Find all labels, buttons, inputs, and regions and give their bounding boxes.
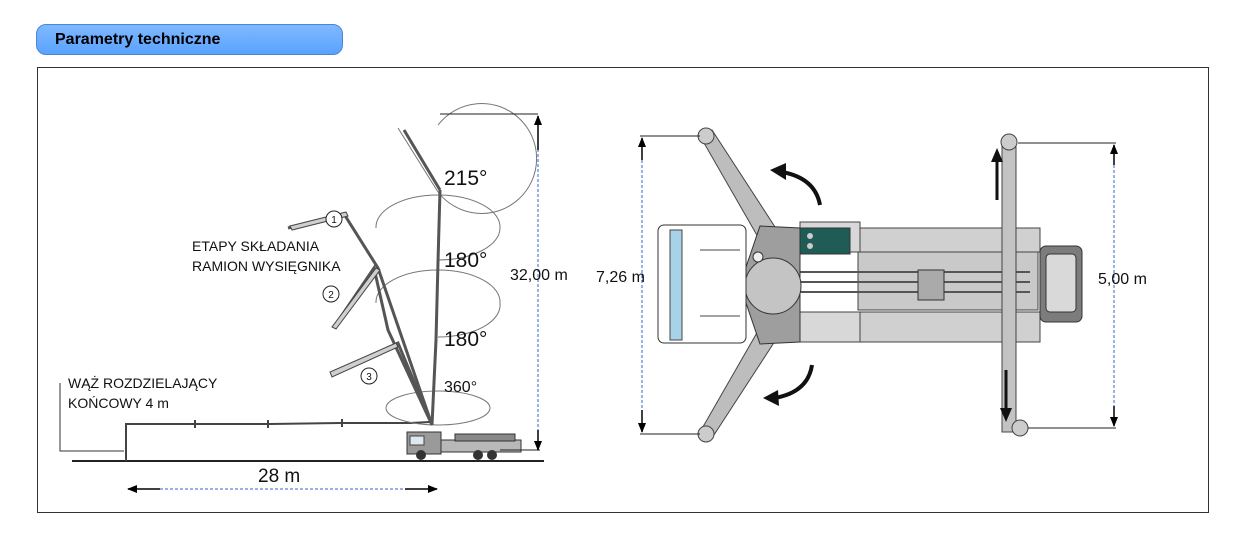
chassis [799, 221, 1083, 343]
hose-leader-line [59, 383, 124, 452]
folding-stages-title-line1: ETAPY SKŁADANIA [192, 238, 320, 254]
boom-joints [194, 419, 343, 428]
end-hose-label-line1: WĄŻ ROZDZIELAJĄCY [68, 374, 218, 391]
angle-180-upper-label: 180° [444, 249, 487, 272]
angle-180-lower-label: 180° [444, 328, 487, 351]
height-dimension-label: 32,00 m [510, 267, 568, 284]
boom-vertical [402, 129, 442, 426]
angle-360-label: 360° [444, 379, 477, 396]
front-cab [657, 224, 747, 344]
end-hose-label-line2: KOŃCOWY 4 m [68, 395, 169, 411]
boom-horizontal [125, 421, 431, 461]
reach-dimension-label: 28 m [258, 466, 300, 487]
rear-outriggers [1000, 133, 1029, 437]
folding-stages-title-line2: RAMION WYSIĘGNIKA [192, 258, 341, 274]
angle-215-label: 215° [444, 167, 487, 190]
top-view: 7,26 m 5,00 m [596, 127, 1147, 443]
truck-icon [406, 431, 522, 460]
side-view: 1 2 3 215° 180° 180° 360° ETAPY SKŁADANI… [59, 103, 568, 493]
rear-outrigger-span-label: 5,00 m [1098, 271, 1147, 288]
stage-markers [322, 210, 378, 385]
diagram-frame [37, 67, 1209, 513]
boom-segments [289, 211, 399, 378]
front-outrigger-span-label: 7,26 m [596, 269, 645, 286]
section-title: Parametry techniczne [36, 24, 343, 55]
outrigger-direction-arrows [991, 148, 1012, 422]
stage-3-number: 3 [366, 372, 372, 383]
stage-2-number: 2 [328, 290, 334, 301]
rotation-arcs [375, 103, 538, 426]
stage-1-number: 1 [331, 215, 337, 226]
turret [744, 225, 802, 345]
rotation-arrows [763, 163, 822, 406]
